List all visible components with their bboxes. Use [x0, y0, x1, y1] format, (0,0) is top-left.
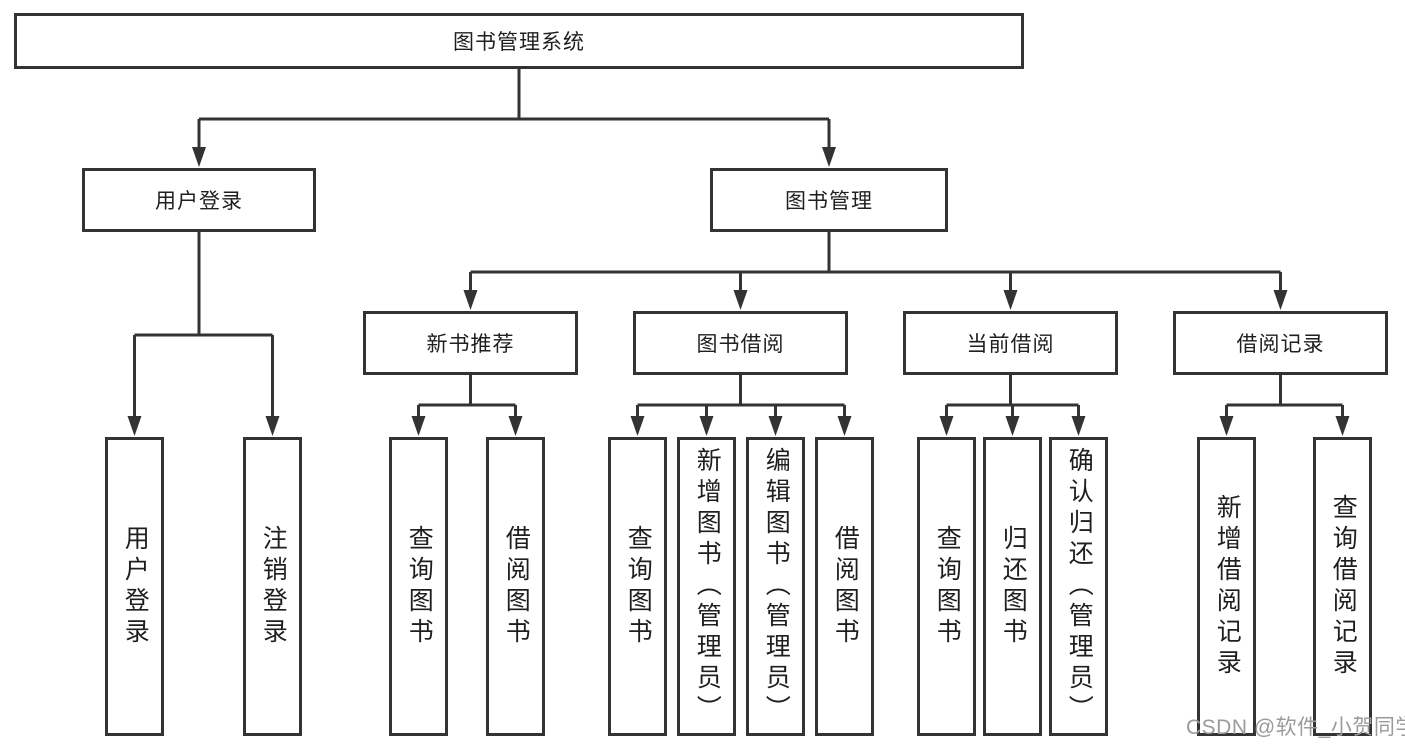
- connector-current-borrow-children: [939, 375, 1086, 436]
- node-current-borrow-label: 当前借阅: [966, 333, 1055, 356]
- node-new-book-recommend: 新书推荐: [363, 311, 578, 375]
- connector-new-book-children: [411, 375, 523, 436]
- node-borrow-records: 借阅记录: [1173, 311, 1388, 375]
- node-book-borrow: 图书借阅: [633, 311, 848, 375]
- leaf-query-books-current: 查询图书: [917, 437, 976, 736]
- leaf-return-book-label: 归还图书: [999, 524, 1028, 649]
- leaf-query-books-borrow: 查询图书: [608, 437, 667, 736]
- leaf-add-borrow-record-label: 新增借阅记录: [1213, 493, 1242, 680]
- leaf-user-login: 用户登录: [105, 437, 164, 736]
- leaf-borrow-books-label: 借阅图书: [831, 524, 860, 649]
- leaf-logout-login: 注销登录: [243, 437, 302, 736]
- leaf-borrow-books-recommend: 借阅图书: [486, 437, 545, 736]
- node-borrow-records-label: 借阅记录: [1236, 333, 1325, 356]
- leaf-user-login-label: 用户登录: [121, 524, 150, 649]
- connector-user-login-children: [127, 232, 280, 436]
- leaf-logout-login-label: 注销登录: [259, 524, 288, 649]
- leaf-borrow-books: 借阅图书: [815, 437, 874, 736]
- leaf-add-book-admin: 新增图书（管理员）: [677, 437, 736, 736]
- leaf-query-books-borrow-label: 查询图书: [624, 524, 653, 649]
- leaf-query-borrow-record-label: 查询借阅记录: [1329, 493, 1358, 680]
- node-user-login-label: 用户登录: [155, 190, 243, 213]
- node-new-book-recommend-label: 新书推荐: [426, 333, 515, 356]
- connector-borrow-records-children: [1219, 375, 1350, 436]
- leaf-return-book: 归还图书: [983, 437, 1042, 736]
- node-book-borrow-label: 图书借阅: [696, 333, 785, 356]
- csdn-watermark: CSDN @软件_小贺同学: [1186, 716, 1405, 739]
- node-current-borrow: 当前借阅: [903, 311, 1118, 375]
- node-book-management-label: 图书管理: [785, 190, 873, 213]
- node-user-login: 用户登录: [82, 168, 316, 232]
- leaf-query-borrow-record: 查询借阅记录: [1313, 437, 1372, 736]
- connector-book-borrow-children: [630, 375, 852, 436]
- leaf-edit-book-admin-label: 编辑图书（管理员）: [762, 447, 791, 726]
- leaf-edit-book-admin: 编辑图书（管理员）: [746, 437, 805, 736]
- connector-book-mgmt-to-level2: [463, 232, 1288, 310]
- connector-root-to-level1: [192, 69, 836, 167]
- node-root: 图书管理系统: [14, 13, 1024, 69]
- leaf-borrow-books-recommend-label: 借阅图书: [502, 524, 531, 649]
- leaf-confirm-return-admin-label: 确认归还（管理员）: [1065, 447, 1094, 726]
- leaf-query-books-current-label: 查询图书: [933, 524, 962, 649]
- leaf-add-borrow-record: 新增借阅记录: [1197, 437, 1256, 736]
- node-root-label: 图书管理系统: [453, 31, 585, 54]
- leaf-query-books-recommend: 查询图书: [389, 437, 448, 736]
- leaf-query-books-recommend-label: 查询图书: [405, 524, 434, 649]
- leaf-confirm-return-admin: 确认归还（管理员）: [1049, 437, 1108, 736]
- node-book-management: 图书管理: [710, 168, 948, 232]
- leaf-add-book-admin-label: 新增图书（管理员）: [693, 447, 722, 726]
